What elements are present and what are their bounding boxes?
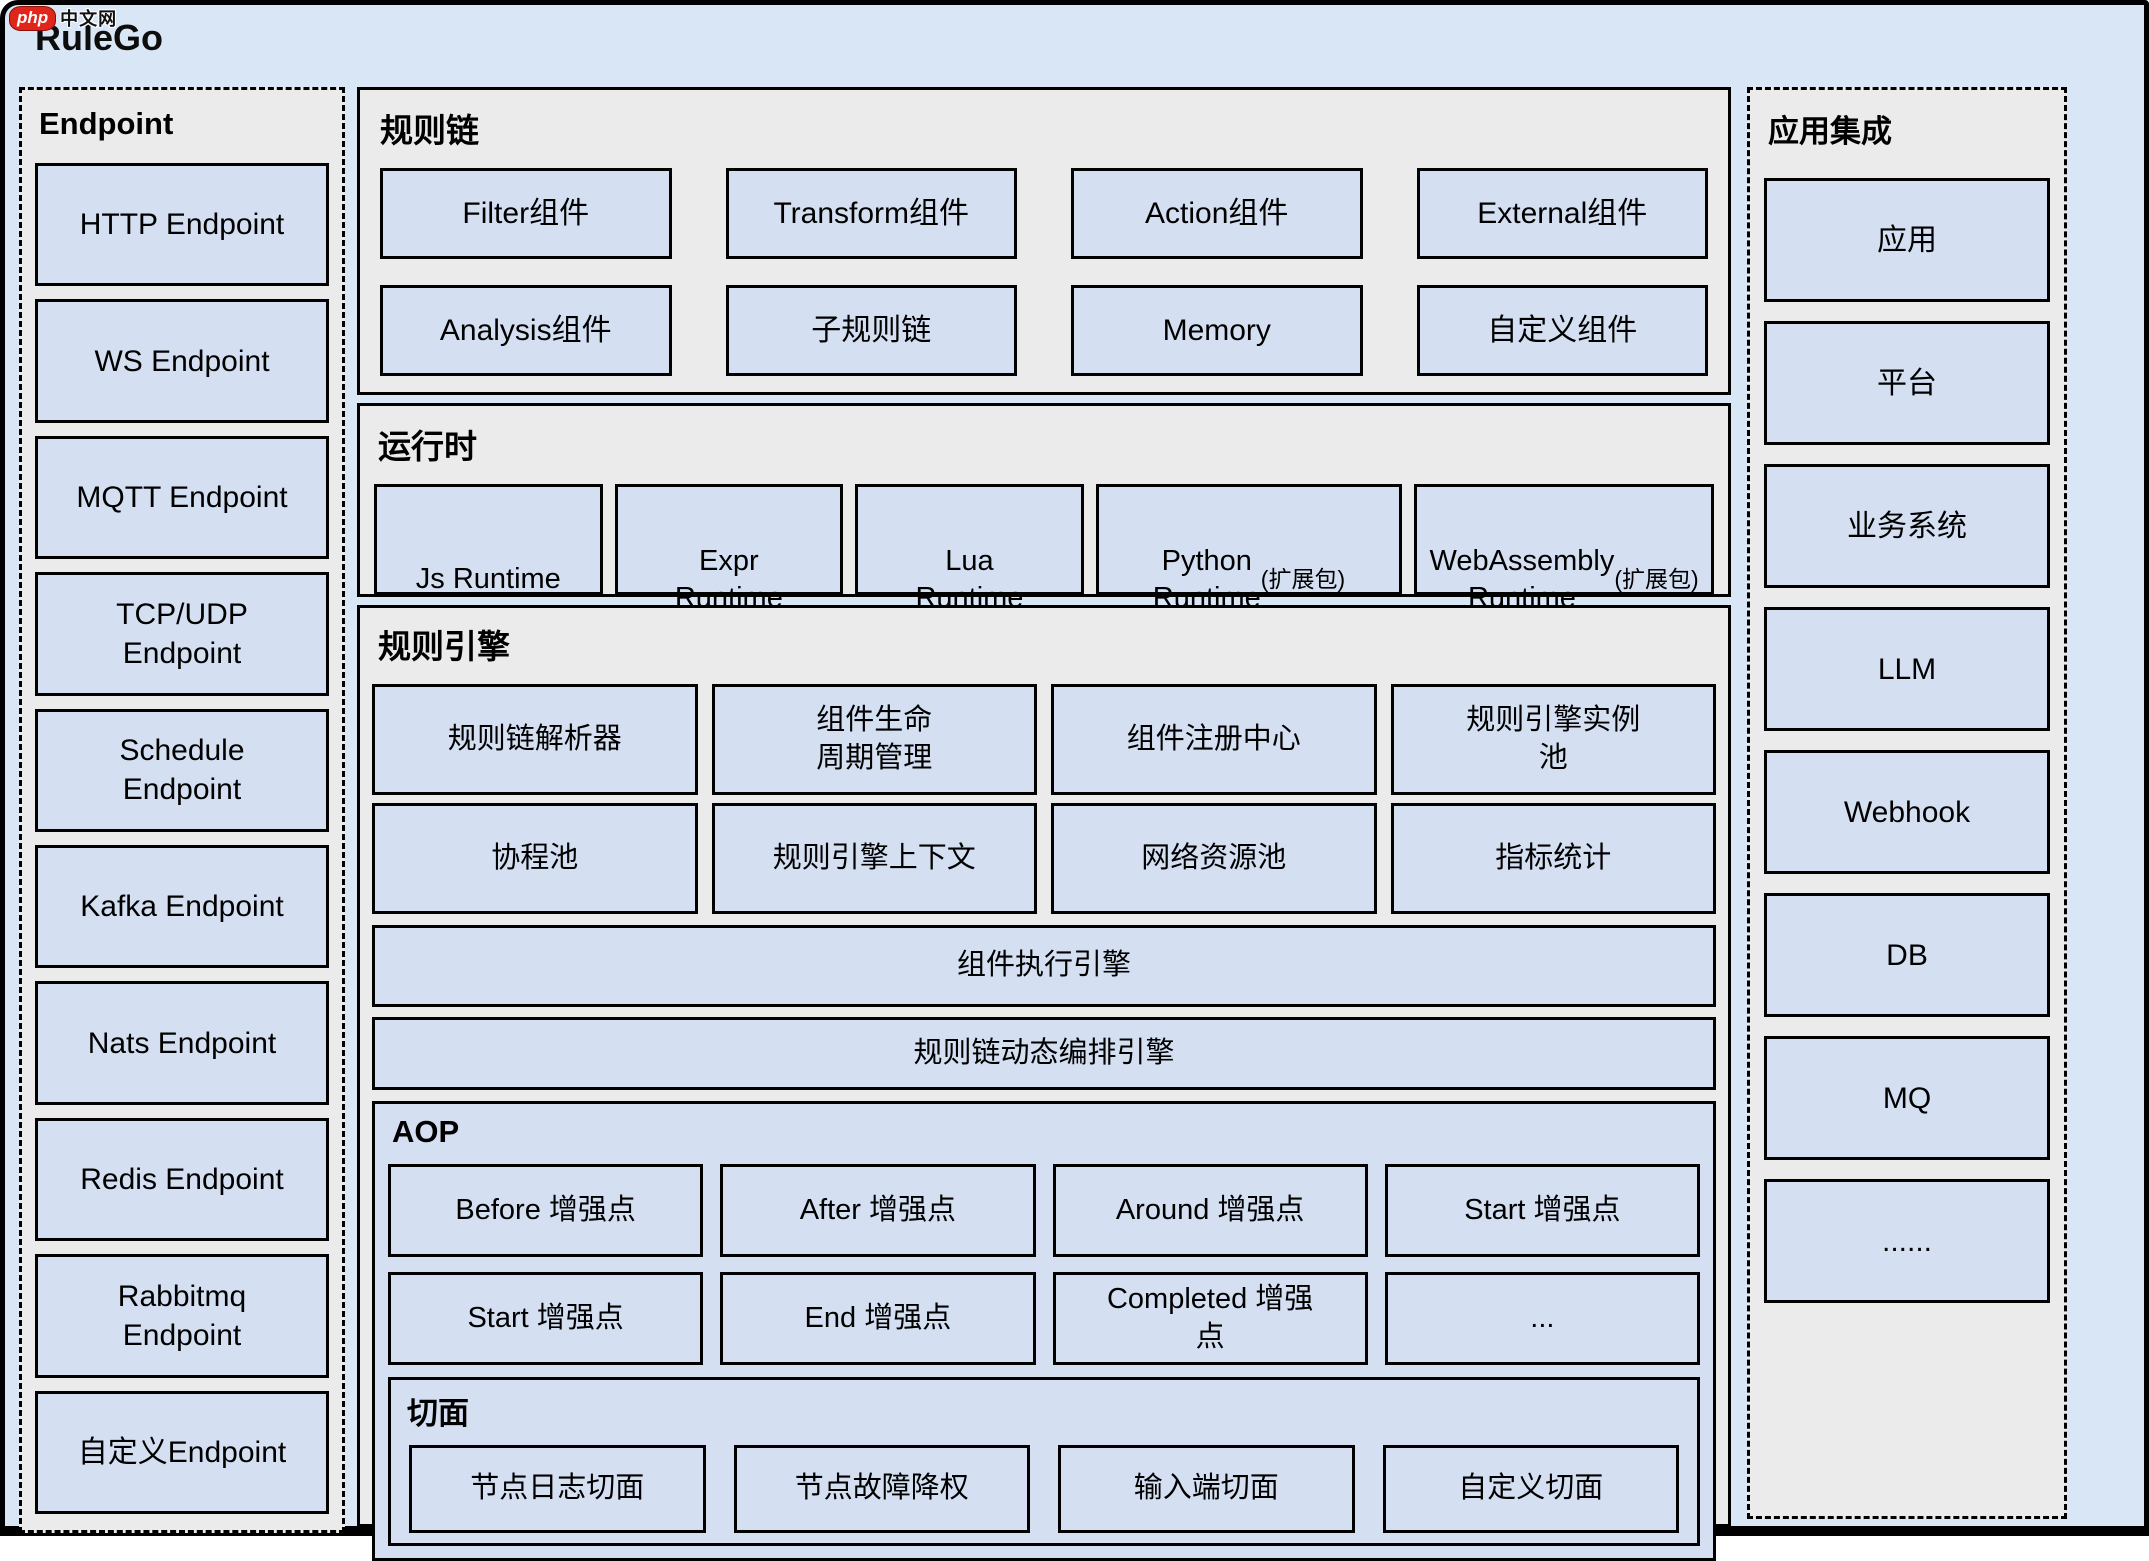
integration-section: 应用集成 应用 平台 业务系统 LLM Webhook DB MQ ...... xyxy=(1747,87,2067,1519)
engine-bar: 组件执行引擎 xyxy=(372,925,1716,1007)
engine-item: 协程池 xyxy=(372,803,698,914)
aop-item: After 增强点 xyxy=(720,1164,1036,1257)
runtime-section: 运行时 Js Runtime Expr Runtime Lua Runtime … xyxy=(357,403,1731,614)
endpoint-item: 自定义Endpoint xyxy=(35,1390,329,1515)
watermark-site-name: 中文网 xyxy=(60,9,118,29)
endpoint-title: Endpoint xyxy=(39,106,174,141)
aspect-row: 节点日志切面 节点故障降权 输入端切面 自定义切面 xyxy=(403,1445,1685,1533)
chain-item: Action组件 xyxy=(1071,168,1363,259)
aop-item: Completed 增强 点 xyxy=(1052,1272,1368,1365)
engine-item: 规则链解析器 xyxy=(372,684,698,795)
endpoint-item: HTTP Endpoint xyxy=(35,163,329,287)
integration-item: 业务系统 xyxy=(1764,464,2050,588)
runtime-item: Js Runtime xyxy=(374,484,603,595)
integration-item: LLM xyxy=(1764,607,2050,731)
aop-grid: Before 增强点 After 增强点 Around 增强点 Start 增强… xyxy=(388,1164,1700,1365)
chain-item: 子规则链 xyxy=(725,285,1017,376)
page-title: RuleGo xyxy=(35,17,164,58)
php-logo-badge: php xyxy=(9,5,57,31)
integration-item: 平台 xyxy=(1764,321,2050,445)
integration-title: 应用集成 xyxy=(1768,114,1892,149)
aspect-item: 节点日志切面 xyxy=(409,1445,706,1533)
rule-engine-section: 规则引擎 规则链解析器 组件生命 周期管理 组件注册中心 规则引擎实例 池 协程… xyxy=(357,605,1731,1561)
chain-item: Filter组件 xyxy=(380,168,672,259)
aspect-item: 节点故障降权 xyxy=(733,1445,1030,1533)
endpoint-item: WS Endpoint xyxy=(35,299,329,423)
engine-item: 规则引擎上下文 xyxy=(711,803,1037,914)
endpoint-item: MQTT Endpoint xyxy=(35,435,329,560)
endpoint-item: Kafka Endpoint xyxy=(35,845,329,969)
runtime-item: Lua Runtime xyxy=(855,484,1084,614)
runtime-row: Js Runtime Expr Runtime Lua Runtime Pyth… xyxy=(372,484,1716,614)
rule-chain-title: 规则链 xyxy=(380,112,479,149)
endpoint-item: Rabbitmq Endpoint xyxy=(35,1254,329,1378)
endpoint-item: Nats Endpoint xyxy=(35,981,329,1105)
aop-title: AOP xyxy=(392,1114,460,1149)
engine-item: 指标统计 xyxy=(1390,803,1716,914)
chain-item: Analysis组件 xyxy=(380,285,672,376)
chain-item: External组件 xyxy=(1416,168,1708,259)
aop-item: End 增强点 xyxy=(720,1272,1036,1365)
aop-item: Start 增强点 xyxy=(1384,1164,1700,1257)
engine-item: 网络资源池 xyxy=(1051,803,1377,914)
integration-item: DB xyxy=(1764,893,2050,1017)
aspect-item: 输入端切面 xyxy=(1058,1445,1355,1533)
aop-item: Before 增强点 xyxy=(388,1164,704,1257)
chain-item: Transform组件 xyxy=(725,168,1017,259)
engine-item: 规则引擎实例 池 xyxy=(1390,684,1716,795)
engine-item: 组件生命 周期管理 xyxy=(711,684,1037,795)
aspect-item: 自定义切面 xyxy=(1382,1445,1679,1533)
integration-item: Webhook xyxy=(1764,750,2050,874)
aop-item: ... xyxy=(1384,1272,1700,1365)
engine-item: 组件注册中心 xyxy=(1051,684,1377,795)
aspect-section: 切面 节点日志切面 节点故障降权 输入端切面 自定义切面 xyxy=(388,1377,1700,1546)
endpoint-item: Schedule Endpoint xyxy=(35,708,329,833)
aop-item: Around 增强点 xyxy=(1052,1164,1368,1257)
aspect-title: 切面 xyxy=(407,1396,469,1431)
watermark-logo: php 中文网 xyxy=(9,5,117,31)
integration-item: 应用 xyxy=(1764,178,2050,302)
runtime-item: WebAssembly Runtime(扩展包) xyxy=(1414,484,1714,614)
endpoint-item: Redis Endpoint xyxy=(35,1117,329,1242)
runtime-item: Expr Runtime xyxy=(614,484,844,614)
aop-section: AOP Before 增强点 After 增强点 Around 增强点 Star… xyxy=(372,1101,1716,1561)
integration-item: MQ xyxy=(1764,1036,2050,1160)
endpoint-section: Endpoint HTTP Endpoint WS Endpoint MQTT … xyxy=(19,87,345,1533)
engine-bar: 规则链动态编排引擎 xyxy=(372,1017,1716,1090)
chain-item: 自定义组件 xyxy=(1416,285,1708,376)
rule-chain-grid: Filter组件 Transform组件 Action组件 External组件… xyxy=(374,168,1714,376)
endpoint-item: TCP/UDP Endpoint xyxy=(35,572,329,696)
aop-item: Start 增强点 xyxy=(388,1272,704,1365)
integration-item: ...... xyxy=(1764,1179,2050,1303)
chain-item: Memory xyxy=(1071,285,1363,376)
rule-engine-grid: 规则链解析器 组件生命 周期管理 组件注册中心 规则引擎实例 池 协程池 规则引… xyxy=(372,684,1716,914)
rule-engine-title: 规则引擎 xyxy=(378,628,510,665)
runtime-title: 运行时 xyxy=(378,428,477,465)
runtime-item: Python Runtime(扩展包) xyxy=(1095,484,1403,614)
rule-chain-section: 规则链 Filter组件 Transform组件 Action组件 Extern… xyxy=(357,87,1731,395)
